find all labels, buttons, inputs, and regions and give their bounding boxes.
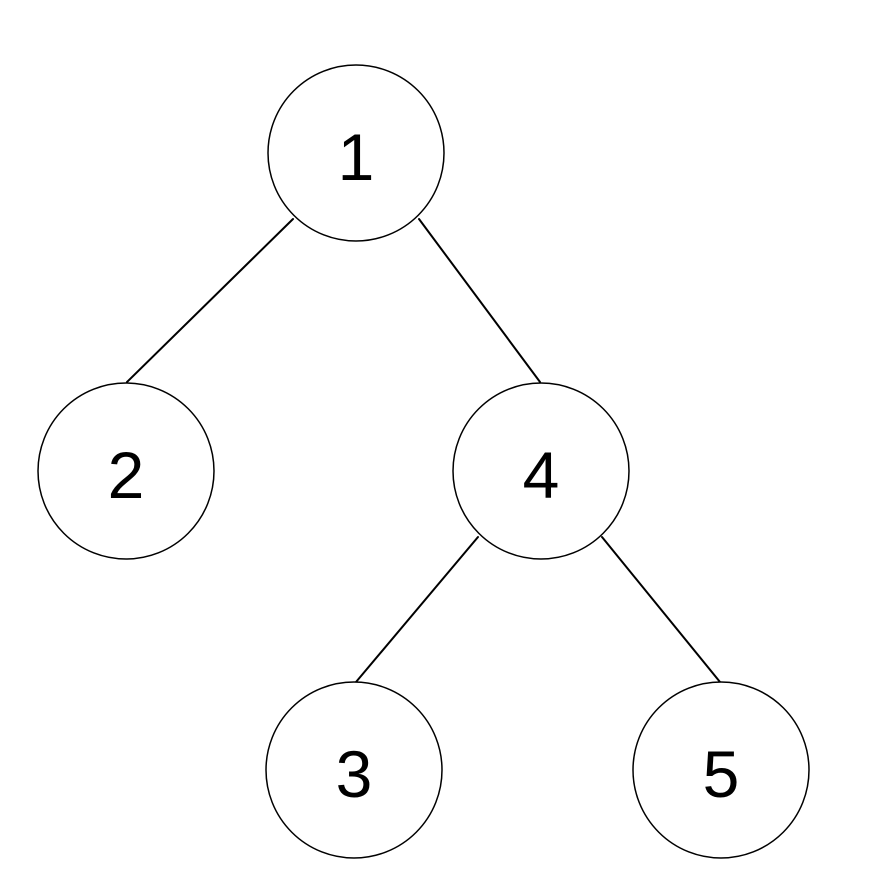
edge-1-2: [126, 218, 294, 383]
node-label: 4: [523, 438, 560, 512]
node-label: 2: [108, 438, 145, 512]
tree-node-2: 2: [37, 382, 215, 560]
edge-4-5: [601, 536, 721, 683]
node-label: 1: [338, 120, 375, 194]
node-label: 5: [703, 737, 740, 811]
node-circle: [632, 681, 810, 859]
node-circle: [37, 382, 215, 560]
node-circle: [267, 64, 445, 242]
tree-node-4: 4: [452, 382, 630, 560]
tree-edges: [126, 218, 721, 683]
tree-node-1: 1: [267, 64, 445, 242]
node-circle: [265, 681, 443, 859]
tree-node-5: 5: [632, 681, 810, 859]
edge-4-3: [355, 536, 479, 683]
tree-node-3: 3: [265, 681, 443, 859]
node-circle: [452, 382, 630, 560]
node-label: 3: [336, 737, 373, 811]
edge-1-4: [418, 218, 541, 383]
